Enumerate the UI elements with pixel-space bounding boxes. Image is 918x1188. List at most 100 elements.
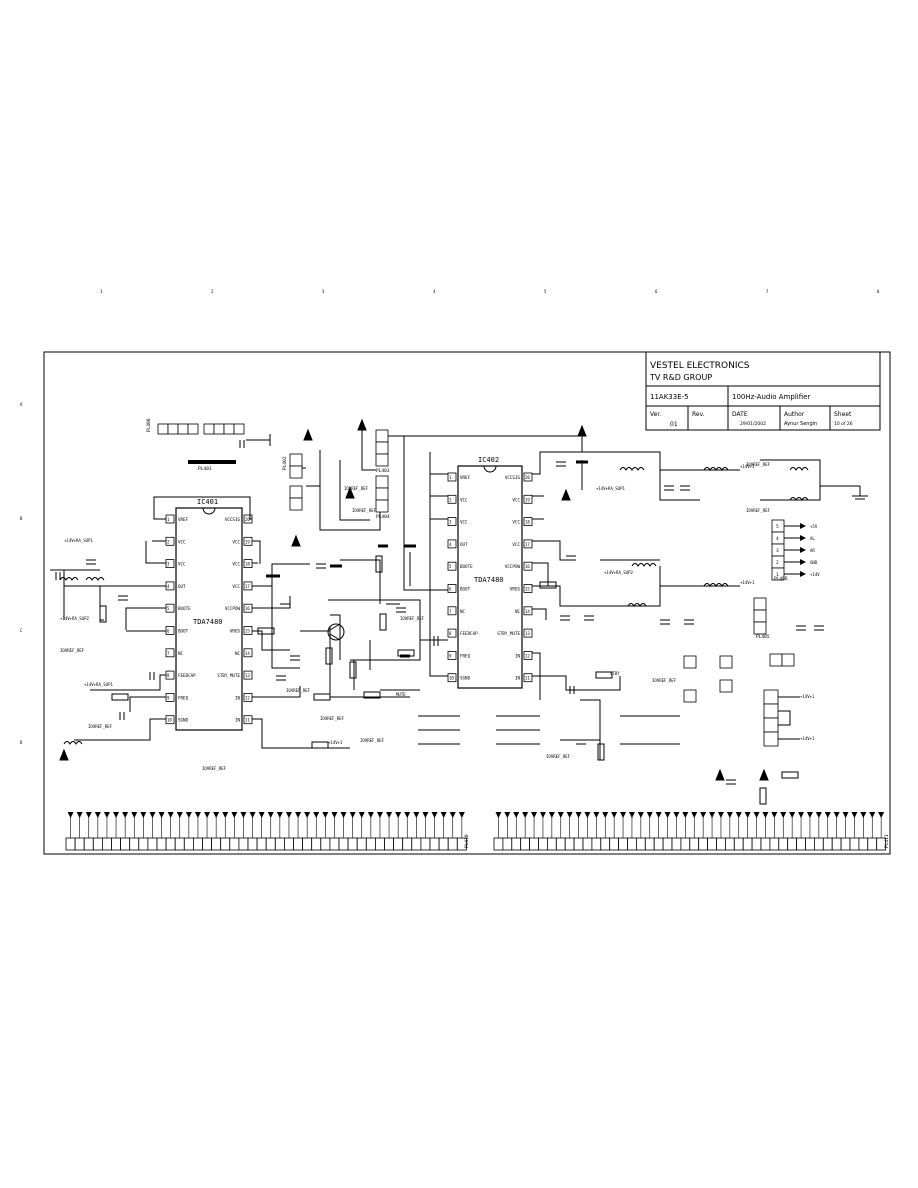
ic-pin-name: NC xyxy=(178,651,184,656)
ic-pin-name: VREG xyxy=(230,629,241,634)
bottom-pin-arrow-icon xyxy=(771,812,778,818)
connector-arrow-icon xyxy=(800,547,806,553)
ic-pin-number: 3 xyxy=(167,562,170,567)
border-column-2: 2 xyxy=(211,289,214,294)
bottom-pin-box xyxy=(229,837,240,851)
bottom-pin-box xyxy=(447,837,458,851)
bottom-pin-arrow-icon xyxy=(404,812,411,818)
bottom-pin-arrow-icon xyxy=(258,812,265,818)
ic-pin-number: 15 xyxy=(245,629,250,634)
connector-pin-number: 2 xyxy=(776,560,779,566)
bottom-pin-arrow-icon xyxy=(584,812,591,818)
bottom-pin-box xyxy=(564,837,575,851)
ic-pin-box xyxy=(447,628,457,638)
ic-pin-name: VCC xyxy=(460,497,468,502)
bottom-pin-arrow-icon xyxy=(735,812,742,818)
bottom-pin-arrow-icon xyxy=(103,812,110,818)
ic-pin-name: NC xyxy=(235,651,241,656)
bottom-pin-box xyxy=(627,837,637,851)
bottom-pin-arrow-icon xyxy=(386,812,393,818)
pl401-block xyxy=(763,689,779,747)
connector-ref-pl410: PL410 xyxy=(464,834,470,848)
bottom-pin-box xyxy=(220,837,231,851)
ic-pin-number: 17 xyxy=(245,584,250,589)
ic-pin-number: 12 xyxy=(525,653,530,658)
ic401-left-wiring xyxy=(50,496,252,741)
ic-pin-box xyxy=(447,517,457,526)
net-label-gnd-ref-7: IOVREF_REF xyxy=(344,486,369,491)
connector-pin-label: GND xyxy=(810,560,818,565)
bottom-pin-arrow-icon xyxy=(851,812,858,818)
border-row-C: C xyxy=(20,628,23,633)
bottom-pin-box xyxy=(393,837,404,851)
bottom-pin-arrow-icon xyxy=(313,812,320,818)
bottom-pin-box xyxy=(311,837,322,851)
bottom-pin-arrow-icon xyxy=(458,812,465,818)
bottom-pin-arrow-icon xyxy=(222,812,229,818)
bottom-pin-arrow-icon xyxy=(213,812,220,818)
bottom-pin-arrow-icon xyxy=(815,812,822,818)
ic-pin-box xyxy=(243,715,253,725)
rev-label: Rev. xyxy=(692,411,705,418)
bottom-pin-box xyxy=(849,837,860,851)
bottom-pin-arrow-icon xyxy=(762,812,769,818)
ic-pin-box xyxy=(523,494,533,504)
bottom-pin-arrow-icon xyxy=(76,812,83,818)
bottom-pin-arrow-icon xyxy=(548,812,555,818)
ic-pin-box xyxy=(447,494,457,504)
net-label-stby: STBY xyxy=(610,671,620,676)
bottom-pin-box xyxy=(840,837,851,851)
ic-pin-box xyxy=(523,628,533,638)
connector-ref-pl406: PL406 xyxy=(774,576,788,582)
ic-pin-box xyxy=(447,561,457,571)
ic-pin-name: VCCPOW xyxy=(505,564,521,569)
bottom-pin-arrow-icon xyxy=(717,812,724,818)
bottom-pin-box xyxy=(778,837,789,851)
bottom-connector-b xyxy=(493,812,887,851)
ic-pin-box xyxy=(523,584,533,593)
ic-pin-name: NC xyxy=(460,609,466,614)
net-label-vcc-2: +14V+1 xyxy=(740,580,755,585)
bottom-pin-box xyxy=(74,837,85,851)
bottom-pin-arrow-icon xyxy=(249,812,256,818)
bottom-pin-arrow-icon xyxy=(557,812,564,818)
bottom-pin-arrow-icon xyxy=(440,812,447,818)
bottom-pin-box xyxy=(555,837,566,851)
bottom-pin-box xyxy=(256,837,267,851)
date-label: DATE xyxy=(732,411,748,418)
ic-pin-name: STBY_MUTE xyxy=(217,673,240,678)
pl401-wiring xyxy=(778,696,800,740)
ic-pin-name: BOOT xyxy=(460,587,471,592)
ic-pin-name: VCCSIG xyxy=(505,475,521,480)
ic-pin-box xyxy=(447,673,457,683)
connector-pin-label: AL xyxy=(810,536,815,541)
net-label-vcc: +14V+1 xyxy=(740,464,755,469)
bottom-pin-box xyxy=(609,837,620,851)
ic-pin-number: 1 xyxy=(449,475,452,480)
ic-pin-box xyxy=(165,559,175,568)
net-label-supply-c: +14V+RA_SUP1 xyxy=(84,682,113,687)
bottom-pin-arrow-icon xyxy=(637,812,644,818)
bottom-pin-box xyxy=(805,837,815,851)
bottom-pin-box xyxy=(733,837,744,851)
bottom-pin-arrow-icon xyxy=(531,812,538,818)
connector-ref-pl405: PL405 xyxy=(756,634,770,640)
bottom-pin-box xyxy=(636,837,646,851)
connector-ref-pl404: PL404 xyxy=(376,514,390,520)
bottom-pin-arrow-icon xyxy=(566,812,573,818)
resistors xyxy=(99,555,799,805)
ic-pin-number: 2 xyxy=(449,497,452,502)
ic-pin-number: 18 xyxy=(525,520,530,525)
bottom-pin-box xyxy=(420,837,431,851)
ic-pin-name: VCC xyxy=(512,497,520,502)
ic-pin-number: 19 xyxy=(245,539,250,544)
bottom-pin-arrow-icon xyxy=(726,812,733,818)
ic-pin-box xyxy=(523,651,533,660)
bus-labels xyxy=(418,715,540,745)
ic-pin-name: VCC xyxy=(512,542,520,547)
connector-arrow-icon xyxy=(800,571,806,577)
bottom-pin-box xyxy=(644,837,655,851)
